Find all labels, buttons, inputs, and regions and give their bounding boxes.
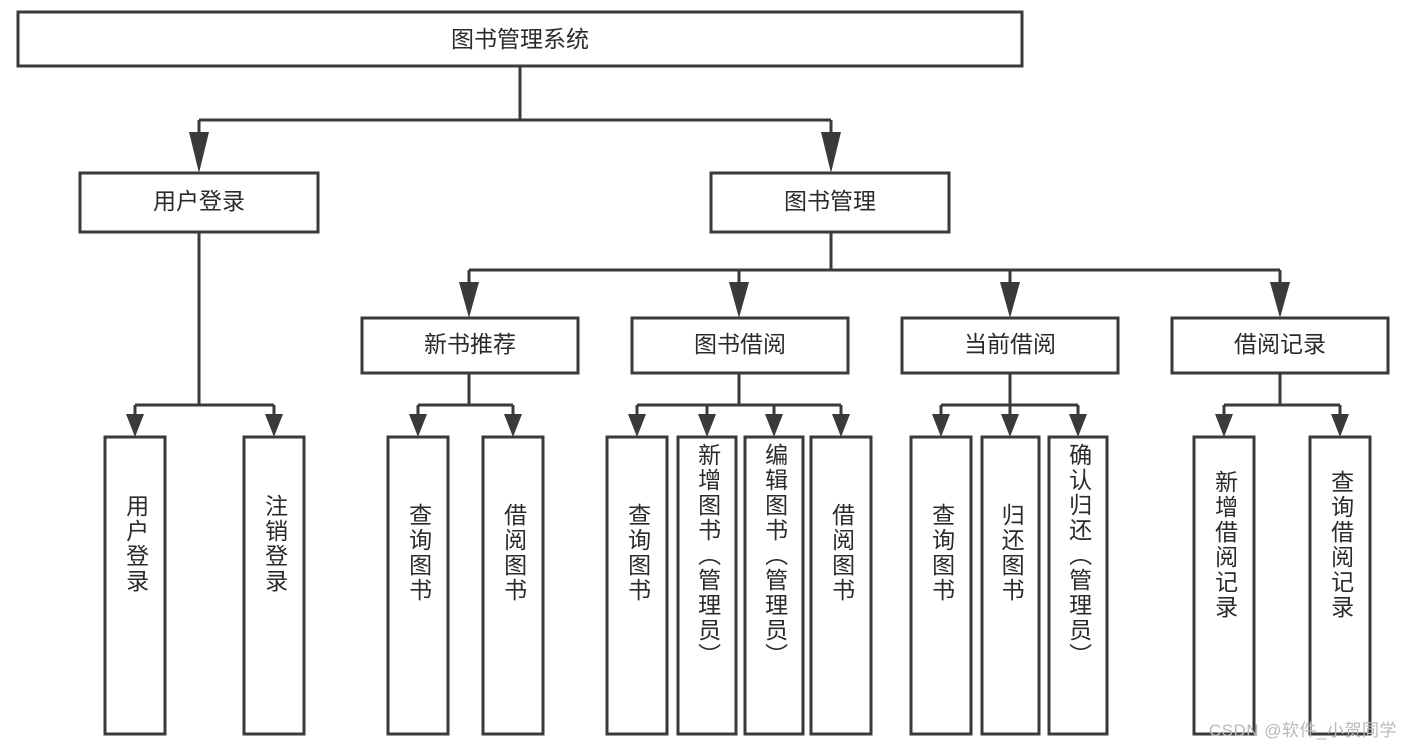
leaf-rect-add-book-admin[interactable] <box>676 435 738 736</box>
leaf-rect-user-login[interactable] <box>103 435 167 736</box>
node-book-management[interactable]: 图书管理 <box>709 171 951 234</box>
arrow-head-icon <box>1215 414 1233 437</box>
node-rect <box>16 10 1024 68</box>
node-rect <box>900 316 1120 375</box>
connector-current-borrow-to-leaves <box>932 373 1087 437</box>
node-label: 用户登录 <box>153 188 245 214</box>
node-rect <box>78 171 320 234</box>
node-label: 图书借阅 <box>694 331 786 357</box>
connector-borrow-record-to-leaves <box>1215 373 1349 437</box>
leaf-rect-confirm-return-admin[interactable] <box>1047 435 1109 736</box>
arrow-head-icon <box>1000 282 1020 318</box>
watermark-csdn: CSDN @软件_小贺同学 <box>1208 721 1397 740</box>
arrow-head-icon <box>1331 414 1349 437</box>
arrow-head-icon <box>189 132 209 173</box>
arrow-head-icon <box>265 414 283 437</box>
node-user-login[interactable]: 用户登录 <box>78 171 320 234</box>
node-rect <box>1170 316 1390 375</box>
leaf-rect-query-book-3[interactable] <box>909 435 973 736</box>
leaf-rect-return-book[interactable] <box>980 435 1041 736</box>
node-label: 当前借阅 <box>964 331 1056 357</box>
connector-book-manage-to-level3 <box>459 232 1290 318</box>
arrow-head-icon <box>1001 414 1019 437</box>
connector-new-book-to-leaves <box>409 373 522 437</box>
arrow-head-icon <box>729 282 749 318</box>
arrow-head-icon <box>504 414 522 437</box>
arrow-head-icon <box>628 414 646 437</box>
leaf-rect-query-borrow-record[interactable] <box>1308 435 1372 736</box>
node-rect <box>709 171 951 234</box>
node-current-borrow[interactable]: 当前借阅 <box>900 316 1120 375</box>
node-label: 借阅记录 <box>1234 331 1326 357</box>
node-new-book-recommend[interactable]: 新书推荐 <box>360 316 580 375</box>
leaf-rect-logout[interactable] <box>242 435 306 736</box>
node-label: 图书管理系统 <box>451 26 589 52</box>
connector-book-borrow-to-leaves <box>628 373 850 437</box>
leaf-rect-add-borrow-record[interactable] <box>1192 435 1256 736</box>
node-borrow-record[interactable]: 借阅记录 <box>1170 316 1390 375</box>
arrow-head-icon <box>409 414 427 437</box>
node-rect <box>630 316 850 375</box>
arrow-head-icon <box>698 414 716 437</box>
arrow-head-icon <box>932 414 950 437</box>
arrow-head-icon <box>832 414 850 437</box>
leaf-rect-query-book-1[interactable] <box>386 435 450 736</box>
leaf-rect-borrow-book-2[interactable] <box>809 435 873 736</box>
connector-root-to-level2 <box>189 66 841 173</box>
connector-user-login-to-leaves <box>126 232 283 437</box>
arrow-head-icon <box>459 282 479 318</box>
arrow-head-icon <box>126 414 144 437</box>
arrow-head-icon <box>821 132 841 173</box>
leaf-rect-edit-book-admin[interactable] <box>743 435 805 736</box>
node-label: 图书管理 <box>784 188 876 214</box>
node-root-book-management-system[interactable]: 图书管理系统 <box>16 10 1024 68</box>
node-rect <box>360 316 580 375</box>
node-book-borrow[interactable]: 图书借阅 <box>630 316 850 375</box>
leaf-rect-query-book-2[interactable] <box>605 435 669 736</box>
node-label: 新书推荐 <box>424 331 516 357</box>
arrow-head-icon <box>1069 414 1087 437</box>
arrow-head-icon <box>1270 282 1290 318</box>
arrow-head-icon <box>765 414 783 437</box>
leaf-rect-borrow-book-1[interactable] <box>481 435 545 736</box>
